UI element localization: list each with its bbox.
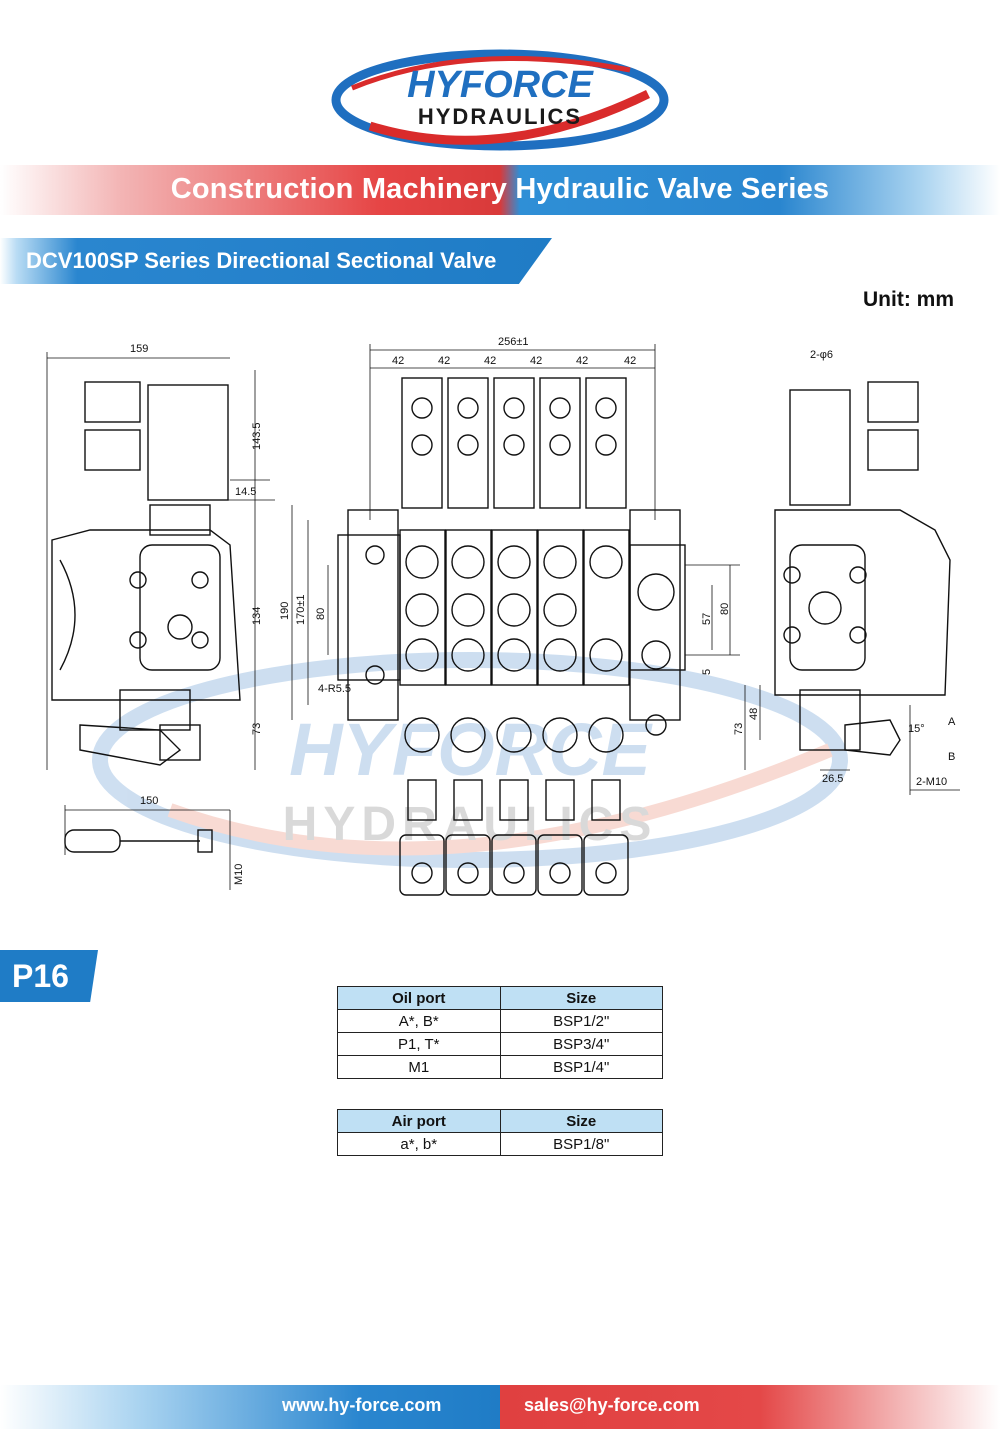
watermark-line1: HYFORCE (289, 708, 653, 791)
dim-thread-left: M10 (233, 864, 245, 885)
dim-handle-drop-left: 73 (251, 723, 263, 735)
logo-graphic: HYFORCE HYDRAULICS (331, 49, 669, 151)
dim-pitch-6: 42 (624, 355, 636, 367)
solenoid-row (401, 377, 627, 509)
dim-pitch-3: 42 (484, 355, 496, 367)
dim-pitch-2: 42 (438, 355, 450, 367)
product-title: DCV100SP Series Directional Sectional Va… (26, 248, 497, 273)
logo-line1: HYFORCE (407, 64, 594, 106)
watermark: HYFORCE HYDRAULICS (92, 652, 848, 868)
dim-port-height-left: 80 (315, 608, 327, 620)
series-title: Construction Machinery Hydraulic Valve S… (170, 173, 830, 205)
logo-line2: HYDRAULICS (418, 104, 582, 129)
col-header-size: Size (499, 1109, 663, 1133)
table-cell: P1, T* (337, 1032, 501, 1056)
footer-bar: www.hy-force.com sales@hy-force.com (0, 1385, 1000, 1429)
table-cell: BSP3/4" (499, 1032, 663, 1056)
website-link[interactable]: www.hy-force.com (282, 1395, 442, 1415)
table-row: a*, b* BSP1/8" (337, 1132, 663, 1156)
dim-pitch-1: 42 (392, 355, 404, 367)
technical-drawing: HYFORCE HYDRAULICS (30, 330, 970, 910)
dim-width-left: 159 (130, 343, 148, 355)
label-port-b: B (948, 751, 955, 763)
dim-angle: 15° (908, 723, 925, 735)
table-row: P1, T* BSP3/4" (337, 1032, 663, 1056)
table-cell: A*, B* (337, 1009, 501, 1033)
col-header-air-port: Air port (337, 1109, 501, 1133)
label-port-a: A (948, 716, 956, 728)
table-cell: a*, b* (337, 1132, 501, 1156)
page-number-tag: P16 (0, 950, 98, 1002)
dim-bottom-offset: 5 (701, 669, 713, 675)
watermark-line2: HYDRAULICS (283, 798, 658, 851)
dim-body-height: 134 (251, 607, 263, 625)
table-header-row: Oil port Size (337, 986, 663, 1010)
brand-logo: HYFORCE HYDRAULICS (330, 48, 670, 152)
dim-overall-width: 256±1 (498, 336, 529, 348)
right-side-view (744, 381, 960, 795)
dim-right-offset: 26.5 (822, 773, 843, 785)
product-banner: DCV100SP Series Directional Sectional Va… (0, 238, 552, 284)
table-cell: BSP1/2" (499, 1009, 663, 1033)
col-header-oil-port: Oil port (337, 986, 501, 1010)
dim-port-offset: 57 (701, 613, 713, 625)
table-row: A*, B* BSP1/2" (337, 1009, 663, 1033)
valve-drawing: HYFORCE HYDRAULICS (46, 336, 960, 896)
dim-thread-right: 2-M10 (916, 776, 947, 788)
table-cell: BSP1/8" (499, 1132, 663, 1156)
unit-label: Unit: mm (863, 288, 954, 311)
dim-mount-height: 170±1 (295, 594, 307, 625)
dim-lever-height: 48 (748, 708, 760, 720)
dim-offset: 14.5 (235, 486, 256, 498)
dim-port-height-right: 80 (719, 603, 731, 615)
table-cell: BSP1/4" (499, 1055, 663, 1079)
table-row: M1 BSP1/4" (337, 1055, 663, 1079)
dim-handle-length: 150 (140, 795, 158, 807)
dim-pitch-5: 42 (576, 355, 588, 367)
lever-row (404, 714, 667, 753)
col-header-size: Size (499, 986, 663, 1010)
dim-holes: 4-R5.5 (318, 683, 351, 695)
valve-sections (365, 529, 686, 686)
page-number: P16 (12, 958, 69, 994)
dim-height: 190 (279, 602, 291, 620)
dim-air-ports: 2-φ6 (810, 349, 833, 361)
series-banner: Construction Machinery Hydraulic Valve S… (0, 165, 1000, 215)
front-view (291, 344, 740, 896)
handle-row (399, 779, 629, 896)
dim-upper-height: 143.5 (251, 422, 263, 450)
table-header-row: Air port Size (337, 1109, 663, 1133)
dim-handle-drop-right: 73 (733, 723, 745, 735)
table-cell: M1 (337, 1055, 501, 1079)
air-port-table: Air port Size a*, b* BSP1/8" (337, 1109, 663, 1156)
email-link[interactable]: sales@hy-force.com (524, 1395, 700, 1415)
dim-pitch-4: 42 (530, 355, 542, 367)
oil-port-table: Oil port Size A*, B* BSP1/2" P1, T* BSP3… (337, 986, 663, 1079)
left-side-view (46, 352, 275, 890)
